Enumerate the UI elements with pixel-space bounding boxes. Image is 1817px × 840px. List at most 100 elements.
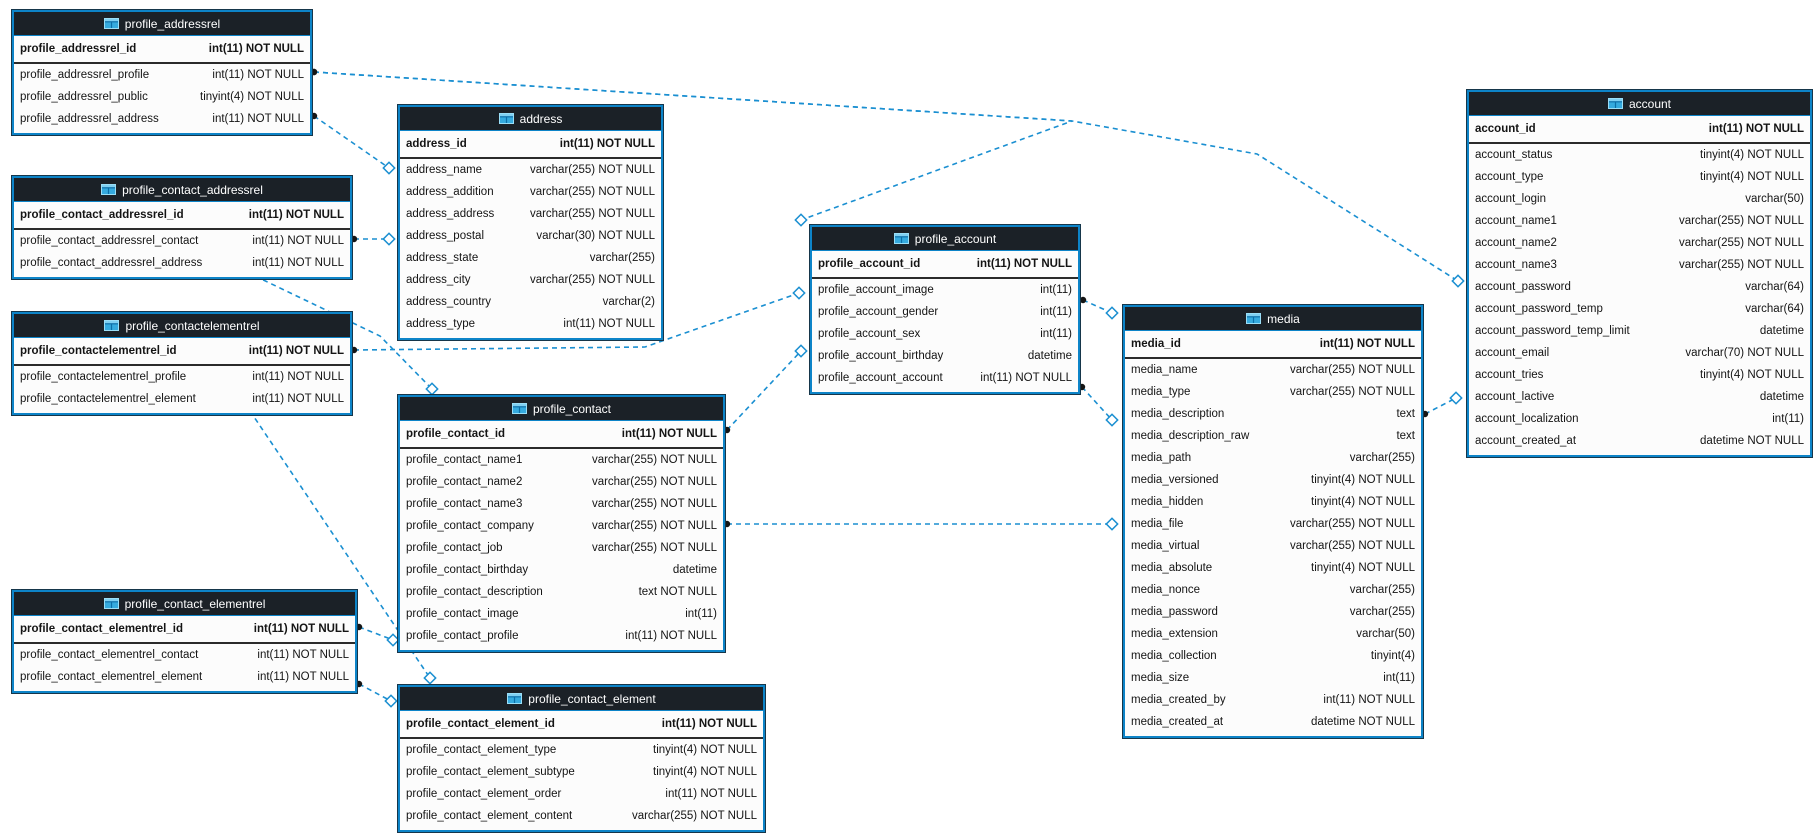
column-row[interactable]: address_country varchar(2) [400, 291, 661, 313]
column-row[interactable]: account_email varchar(70) NOT NULL [1469, 342, 1810, 364]
relationship-profile_addressrel-to-account[interactable] [310, 68, 1465, 288]
db-table-profile_contact_addressrel[interactable]: profile_contact_addressrel profile_conta… [11, 175, 353, 280]
column-row[interactable]: media_description text [1125, 403, 1421, 425]
db-table-address[interactable]: address address_id int(11) NOT NULL addr… [397, 104, 664, 341]
column-row[interactable]: profile_contact_image int(11) [400, 603, 723, 625]
primary-key-row[interactable]: profile_addressrel_id int(11) NOT NULL [14, 36, 310, 62]
primary-key-row[interactable]: profile_contact_id int(11) NOT NULL [400, 421, 723, 447]
column-row[interactable]: media_extension varchar(50) [1125, 623, 1421, 645]
column-row[interactable]: address_addition varchar(255) NOT NULL [400, 181, 661, 203]
column-row[interactable]: media_absolute tinyint(4) NOT NULL [1125, 557, 1421, 579]
relationship-profile_addressrel-to-address[interactable] [310, 112, 396, 175]
column-row[interactable]: account_type tinyint(4) NOT NULL [1469, 166, 1810, 188]
column-row[interactable]: media_path varchar(255) [1125, 447, 1421, 469]
column-row[interactable]: account_password varchar(64) [1469, 276, 1810, 298]
column-row[interactable]: media_created_at datetime NOT NULL [1125, 711, 1421, 733]
column-row[interactable]: account_lactive datetime [1469, 386, 1810, 408]
column-row[interactable]: media_created_by int(11) NOT NULL [1125, 689, 1421, 711]
column-row[interactable]: account_password_temp varchar(64) [1469, 298, 1810, 320]
column-row[interactable]: profile_contact_name3 varchar(255) NOT N… [400, 493, 723, 515]
column-row[interactable]: profile_contact_birthday datetime [400, 559, 723, 581]
db-table-profile_contact_elementrel[interactable]: profile_contact_elementrel profile_conta… [11, 589, 358, 694]
column-row[interactable]: media_type varchar(255) NOT NULL [1125, 381, 1421, 403]
column-row[interactable]: profile_contact_company varchar(255) NOT… [400, 515, 723, 537]
db-table-profile_addressrel[interactable]: profile_addressrel profile_addressrel_id… [11, 9, 313, 136]
column-row[interactable]: profile_contact_elementrel_element int(1… [14, 666, 355, 688]
table-header[interactable]: profile_addressrel [14, 12, 310, 36]
column-row[interactable]: media_name varchar(255) NOT NULL [1125, 359, 1421, 381]
column-row[interactable]: profile_account_account int(11) NOT NULL [812, 367, 1078, 389]
column-row[interactable]: media_description_raw text [1125, 425, 1421, 447]
column-row[interactable]: profile_contact_element_subtype tinyint(… [400, 761, 763, 783]
db-table-profile_contact_element[interactable]: profile_contact_element profile_contact_… [397, 684, 766, 833]
relationship-profile_contact-to-profile_account[interactable] [723, 344, 808, 434]
column-row[interactable]: profile_contact_elementrel_contact int(1… [14, 644, 355, 666]
column-row[interactable]: profile_contact_description text NOT NUL… [400, 581, 723, 603]
column-row[interactable]: account_localization int(11) [1469, 408, 1810, 430]
column-row[interactable]: media_collection tinyint(4) [1125, 645, 1421, 667]
column-row[interactable]: profile_contact_name2 varchar(255) NOT N… [400, 471, 723, 493]
column-row[interactable]: profile_contact_element_order int(11) NO… [400, 783, 763, 805]
table-header[interactable]: profile_contactelementrel [14, 314, 350, 338]
column-row[interactable]: profile_contact_addressrel_address int(1… [14, 252, 350, 274]
column-row[interactable]: account_status tinyint(4) NOT NULL [1469, 144, 1810, 166]
column-row[interactable]: profile_contactelementrel_profile int(11… [14, 366, 350, 388]
column-row[interactable]: profile_contact_name1 varchar(255) NOT N… [400, 449, 723, 471]
column-row[interactable]: address_state varchar(255) [400, 247, 661, 269]
column-row[interactable]: profile_contact_job varchar(255) NOT NUL… [400, 537, 723, 559]
column-row[interactable]: address_city varchar(255) NOT NULL [400, 269, 661, 291]
db-table-profile_account[interactable]: profile_account profile_account_id int(1… [809, 224, 1081, 395]
column-row[interactable]: address_type int(11) NOT NULL [400, 313, 661, 335]
column-row[interactable]: media_versioned tinyint(4) NOT NULL [1125, 469, 1421, 491]
primary-key-row[interactable]: account_id int(11) NOT NULL [1469, 116, 1810, 142]
db-table-profile_contact[interactable]: profile_contact profile_contact_id int(1… [397, 394, 726, 653]
primary-key-row[interactable]: profile_contact_element_id int(11) NOT N… [400, 711, 763, 737]
column-row[interactable]: account_tries tinyint(4) NOT NULL [1469, 364, 1810, 386]
column-row[interactable]: profile_account_gender int(11) [812, 301, 1078, 323]
relationship-profile_contact_addressrel-to-address[interactable] [350, 232, 396, 246]
column-row[interactable]: media_file varchar(255) NOT NULL [1125, 513, 1421, 535]
column-row[interactable]: profile_account_image int(11) [812, 279, 1078, 301]
column-row[interactable]: profile_account_birthday datetime [812, 345, 1078, 367]
relationship-profile_account-to-media[interactable] [1079, 296, 1119, 320]
column-row[interactable]: profile_contactelementrel_element int(11… [14, 388, 350, 410]
column-row[interactable]: account_name1 varchar(255) NOT NULL [1469, 210, 1810, 232]
table-header[interactable]: profile_contact_element [400, 687, 763, 711]
table-header[interactable]: address [400, 107, 661, 131]
db-table-profile_contactelementrel[interactable]: profile_contactelementrel profile_contac… [11, 311, 353, 416]
column-row[interactable]: profile_account_sex int(11) [812, 323, 1078, 345]
column-row[interactable]: address_postal varchar(30) NOT NULL [400, 225, 661, 247]
relationship-profile_account-to-media[interactable] [1078, 383, 1119, 427]
column-row[interactable]: account_name2 varchar(255) NOT NULL [1469, 232, 1810, 254]
primary-key-row[interactable]: profile_contact_addressrel_id int(11) NO… [14, 202, 350, 228]
column-row[interactable]: media_size int(11) [1125, 667, 1421, 689]
column-row[interactable]: media_hidden tinyint(4) NOT NULL [1125, 491, 1421, 513]
column-row[interactable]: profile_contact_addressrel_contact int(1… [14, 230, 350, 252]
column-row[interactable]: account_login varchar(50) [1469, 188, 1810, 210]
column-row[interactable]: profile_contact_profile int(11) NOT NULL [400, 625, 723, 647]
column-row[interactable]: address_name varchar(255) NOT NULL [400, 159, 661, 181]
primary-key-row[interactable]: media_id int(11) NOT NULL [1125, 331, 1421, 357]
relationship-profile_contact_elementrel-to-profile_contact[interactable] [355, 623, 400, 647]
column-row[interactable]: profile_addressrel_address int(11) NOT N… [14, 108, 310, 130]
primary-key-row[interactable]: profile_contactelementrel_id int(11) NOT… [14, 338, 350, 364]
column-row[interactable]: profile_contact_element_content varchar(… [400, 805, 763, 827]
table-header[interactable]: media [1125, 307, 1421, 331]
table-header[interactable]: profile_contact_addressrel [14, 178, 350, 202]
column-row[interactable]: media_password varchar(255) [1125, 601, 1421, 623]
relationship-profile_contactelementrel-to-profile_account[interactable] [350, 286, 806, 354]
column-row[interactable]: media_nonce varchar(255) [1125, 579, 1421, 601]
column-row[interactable]: media_virtual varchar(255) NOT NULL [1125, 535, 1421, 557]
column-row[interactable]: profile_addressrel_profile int(11) NOT N… [14, 64, 310, 86]
primary-key-row[interactable]: profile_account_id int(11) NOT NULL [812, 251, 1078, 277]
db-table-media[interactable]: media media_id int(11) NOT NULL media_na… [1122, 304, 1424, 739]
table-header[interactable]: account [1469, 92, 1810, 116]
primary-key-row[interactable]: address_id int(11) NOT NULL [400, 131, 661, 157]
relationship-profile_contact_elementrel-to-profile_contact_element[interactable] [355, 680, 398, 708]
column-row[interactable]: address_address varchar(255) NOT NULL [400, 203, 661, 225]
table-header[interactable]: profile_account [812, 227, 1078, 251]
column-row[interactable]: account_password_temp_limit datetime [1469, 320, 1810, 342]
column-row[interactable]: profile_contact_element_type tinyint(4) … [400, 739, 763, 761]
column-row[interactable]: account_created_at datetime NOT NULL [1469, 430, 1810, 452]
